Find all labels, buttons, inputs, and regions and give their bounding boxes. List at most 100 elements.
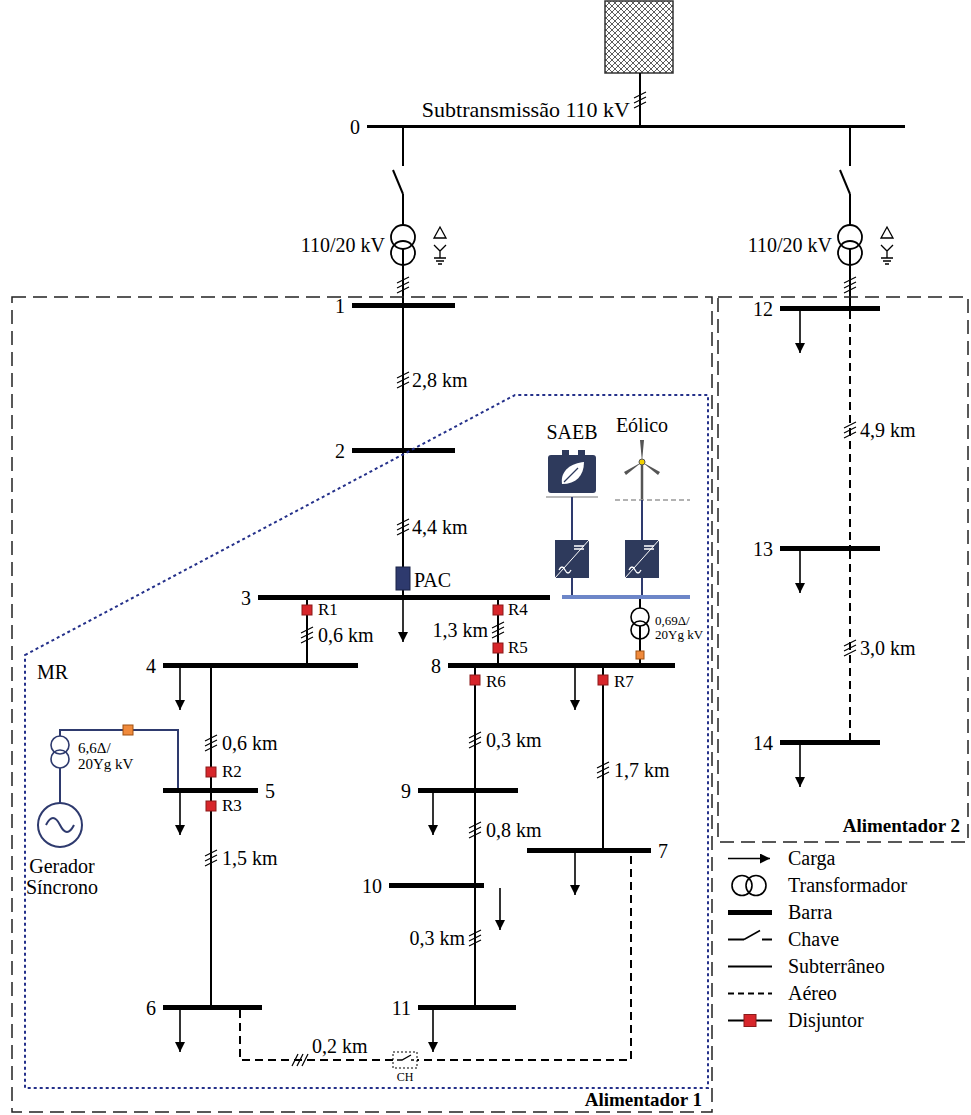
cable-length: 0,6 km (318, 625, 374, 646)
cable-marks-part (597, 762, 609, 768)
breaker-label: R3 (222, 797, 242, 815)
region-title: Alimentador 1 (583, 1090, 704, 1110)
cable-marks-part (397, 524, 409, 530)
inverter-part (571, 578, 573, 597)
bus-number: 5 (265, 780, 275, 801)
breaker-label: R1 (318, 601, 338, 619)
synchronous-generator-part (51, 750, 69, 768)
breaker-label: R6 (486, 673, 506, 691)
breaker-part (493, 605, 503, 615)
legend-sample (746, 876, 766, 896)
cable-marks-part (205, 855, 217, 861)
region-outline (12, 297, 712, 1112)
battery-storage-part (571, 497, 573, 540)
inverter-part (559, 567, 641, 573)
cable-marks-part (292, 1054, 298, 1066)
cable-length: 0,8 km (486, 820, 542, 841)
feeder-region: Alimentador 112MR34568910117 (12, 297, 712, 1112)
cable-marks-part (205, 860, 217, 866)
legend-sample (762, 939, 772, 941)
legend-sample (728, 966, 772, 968)
bus-number: 10 (362, 875, 382, 896)
cable-length: 0,3 km (409, 928, 465, 949)
cable-length: 2,8 km (412, 370, 468, 391)
cable-length: 4,4 km (412, 517, 468, 538)
bus-bar: 11 (418, 1005, 516, 1010)
synchronous-generator-part (38, 803, 82, 847)
cable-marks-part (469, 737, 481, 743)
winding-symbol-part (881, 245, 893, 264)
underground-cable (474, 793, 476, 883)
inverter (555, 540, 690, 597)
legend-text: Disjuntor (788, 1009, 864, 1032)
battery-storage-part (548, 455, 596, 493)
wind-turbine-part (615, 499, 690, 500)
bus-bar: 3 (258, 595, 550, 600)
winding-symbol-part (881, 227, 893, 238)
bus-bar: 9 (418, 788, 518, 793)
legend-sample (728, 858, 770, 860)
winding-symbol (434, 227, 893, 264)
overhead-line (240, 853, 631, 1060)
cable-marks-part (597, 767, 609, 773)
region-outline (12, 297, 712, 1112)
region-outline (718, 297, 968, 842)
cable-marks-part (469, 935, 481, 941)
bus-bar: 13 (780, 546, 880, 551)
battery-storage-part (564, 468, 578, 482)
breaker-part (206, 767, 216, 777)
bus-bar: 10 (389, 883, 484, 888)
legend-sample (744, 1015, 756, 1027)
load-arrow-part (799, 745, 801, 787)
load-arrow-part (799, 551, 801, 593)
load-arrow-part (179, 668, 181, 710)
bus-bar: 6 (163, 1005, 262, 1010)
inverter-part (641, 578, 643, 597)
cable-marks-part (397, 277, 409, 283)
wind-turbine (615, 440, 690, 540)
legend-sample (728, 910, 772, 915)
cable-marks-part (597, 772, 609, 778)
tie-switch (393, 1052, 417, 1068)
bus-number: 12 (753, 298, 773, 319)
region-outline (25, 395, 708, 1088)
inverter-part (555, 540, 659, 578)
wind-turbine-part (641, 500, 643, 540)
feeder-switch-part (844, 166, 856, 194)
bus-number: 0 (350, 116, 360, 137)
bus-bar: 8 (448, 663, 675, 668)
cable-length: 0,6 km (222, 733, 278, 754)
cable-marks-part (205, 850, 217, 856)
legend-text: Barra (788, 901, 832, 924)
cable-marks-part (469, 827, 481, 833)
cable-marks-part (844, 432, 856, 438)
bus-number: 3 (241, 587, 251, 608)
legend-sample (724, 953, 776, 980)
cable-marks-part (844, 287, 856, 293)
legend-row: Disjuntor (724, 1007, 907, 1034)
cable-marks-part (492, 632, 504, 638)
pac-marker-part (396, 567, 410, 590)
load-arrow-part (432, 1010, 434, 1052)
cable-marks-part (397, 529, 409, 535)
underground-cable (402, 308, 404, 448)
legend-row: Chave (724, 926, 907, 953)
underground-cable (474, 888, 476, 1005)
cable-length: 0,3 km (486, 730, 542, 751)
cable-marks-part (492, 622, 504, 628)
der-transformer (631, 599, 649, 663)
cable-marks-part (844, 277, 856, 283)
cable-marks-part (397, 282, 409, 288)
bus-bar: 14 (780, 740, 880, 745)
breaker-label: R5 (508, 639, 528, 657)
overhead-line (849, 311, 851, 546)
cable-marks-part (397, 372, 409, 378)
cable-marks-part (297, 1054, 303, 1066)
bus-bar: 5 (163, 788, 258, 793)
inverter-part (574, 546, 654, 549)
cable-marks-part (397, 287, 409, 293)
overhead-line (849, 551, 851, 740)
legend-sample (724, 872, 776, 899)
legend-sample (728, 993, 772, 995)
cable-marks-part (844, 645, 856, 651)
